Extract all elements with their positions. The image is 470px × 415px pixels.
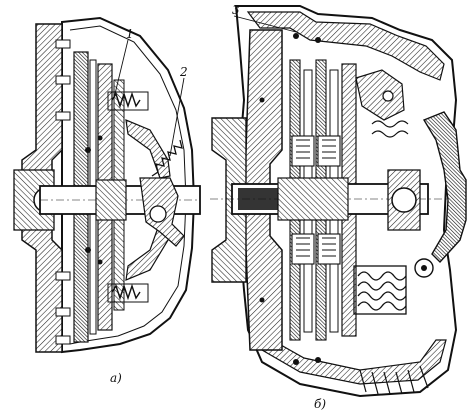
callout-leaders — [113, 15, 297, 157]
right-release-fork — [422, 111, 467, 264]
left-clutch-view — [13, 16, 201, 354]
right-upper-levers — [355, 69, 409, 138]
right-hub-springs — [291, 135, 341, 265]
left-pressure-spring-lower — [107, 283, 149, 303]
panel-label-a: a) — [110, 371, 122, 385]
left-bolt-row — [55, 39, 71, 345]
right-bottom-fins — [359, 365, 429, 395]
callout-label-1: 1 — [126, 27, 134, 41]
left-pressure-spring-upper — [107, 91, 149, 111]
panel-label-b: б) — [314, 397, 326, 411]
right-adapter-flange — [211, 117, 247, 283]
right-pressure-springs — [353, 265, 407, 315]
right-clutch-view — [210, 5, 467, 398]
left-return-spring — [151, 139, 183, 177]
callout-label-2: 2 — [179, 65, 188, 79]
left-bell-housing — [61, 16, 196, 354]
left-release-lever-upper — [125, 119, 171, 179]
callout-label-3: 3 — [232, 3, 240, 17]
